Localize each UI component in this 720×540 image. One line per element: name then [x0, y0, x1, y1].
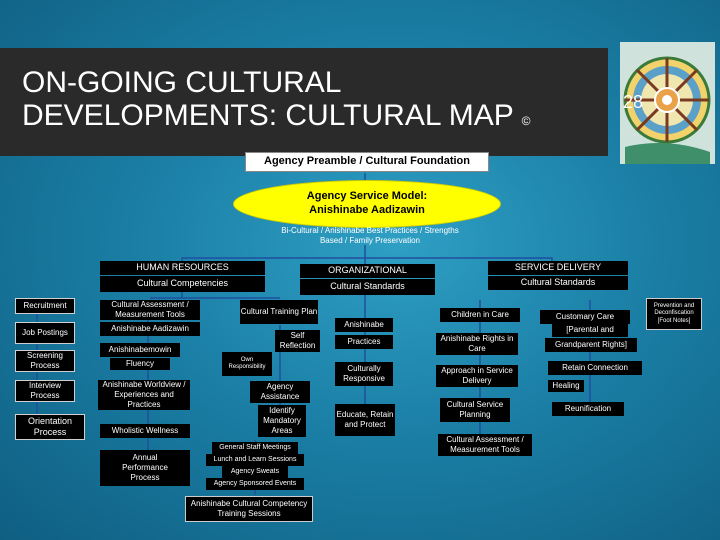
competency-item: Anishinabemowin — [100, 343, 180, 357]
children-item: Approach in Service Delivery — [436, 365, 518, 387]
slide-title: ON-GOING CULTURAL DEVELOPMENTS: CULTURAL… — [22, 66, 602, 138]
copyright-mark: © — [521, 114, 531, 128]
hr-stage: Screening Process — [15, 350, 75, 372]
training-item: Agency Assistance — [250, 381, 310, 403]
org-item: Educate, Retain and Protect — [335, 404, 395, 436]
children-item: Cultural Assessment / Measurement Tools — [438, 434, 532, 456]
competency-item: Annual Performance Process — [100, 450, 190, 486]
care-item: Customary Care — [540, 310, 630, 324]
competency-item: Wholistic Wellness — [100, 424, 190, 438]
hr-subheader: Cultural Competencies — [100, 276, 265, 292]
hr-stage: Job Postings — [15, 322, 75, 344]
title-line-1: ON-GOING CULTURAL — [22, 66, 342, 99]
care-item: [Parental and — [552, 323, 628, 337]
org-subheader: Cultural Standards — [300, 279, 435, 295]
service-model-ellipse: Agency Service Model: Anishinabe Aadizaw… — [233, 180, 501, 228]
children-item: Anishinabe Rights in Care — [436, 333, 518, 355]
training-item: Own Responsibility — [222, 352, 272, 376]
competency-item: Anishinabe Worldview / Experiences and P… — [98, 380, 190, 410]
session-item: Lunch and Learn Sessions — [206, 454, 304, 466]
competency-item: Anishinabe Aadizawin — [100, 322, 200, 336]
competency-item: Cultural Assessment / Measurement Tools — [100, 300, 200, 320]
children-item: Children in Care — [440, 308, 520, 322]
hr-stage: Recruitment — [15, 298, 75, 314]
hr-stage: Orientation Process — [15, 414, 85, 440]
title-line-2: DEVELOPMENTS: CULTURAL MAP — [22, 99, 514, 132]
training-item: Self Reflection — [275, 330, 320, 352]
care-item: Retain Connection — [548, 361, 642, 375]
competency-item: Fluency — [110, 358, 170, 370]
session-item: Agency Sweats — [222, 466, 288, 478]
org-header: ORGANIZATIONAL — [300, 264, 435, 278]
org-item: Culturally Responsive — [335, 362, 393, 386]
children-item: Cultural Service Planning — [440, 398, 510, 422]
care-item: Grandparent Rights] — [545, 338, 637, 352]
hr-header: HUMAN RESOURCES — [100, 261, 265, 275]
service-model-subtitle: Bi-Cultural / Anishinabe Best Practices … — [281, 226, 459, 245]
service-delivery-header: SERVICE DELIVERY — [488, 261, 628, 275]
service-delivery-subheader: Cultural Standards — [488, 276, 628, 290]
care-item: Healing — [548, 380, 584, 392]
org-item: Practices — [335, 335, 393, 349]
care-item: Reunification — [552, 402, 624, 416]
training-item: Identify Mandatory Areas — [258, 405, 306, 437]
medicine-wheel-icon — [620, 42, 715, 164]
session-item: Agency Sponsored Events — [206, 478, 304, 490]
foundation-box: Agency Preamble / Cultural Foundation — [245, 152, 489, 172]
competency-sessions-box: Anishinabe Cultural Competency Training … — [185, 496, 313, 522]
hr-stage: Interview Process — [15, 380, 75, 402]
training-item: Cultural Training Plan — [240, 300, 318, 324]
session-item: General Staff Meetings — [212, 442, 298, 454]
title-bar — [0, 48, 608, 156]
slide-number: 28 — [623, 92, 644, 112]
prevention-note: Prevention and Deconfiscation [Foot Note… — [646, 298, 702, 330]
medicine-wheel-medallion — [620, 42, 715, 164]
org-item: Anishinabe — [335, 318, 393, 332]
